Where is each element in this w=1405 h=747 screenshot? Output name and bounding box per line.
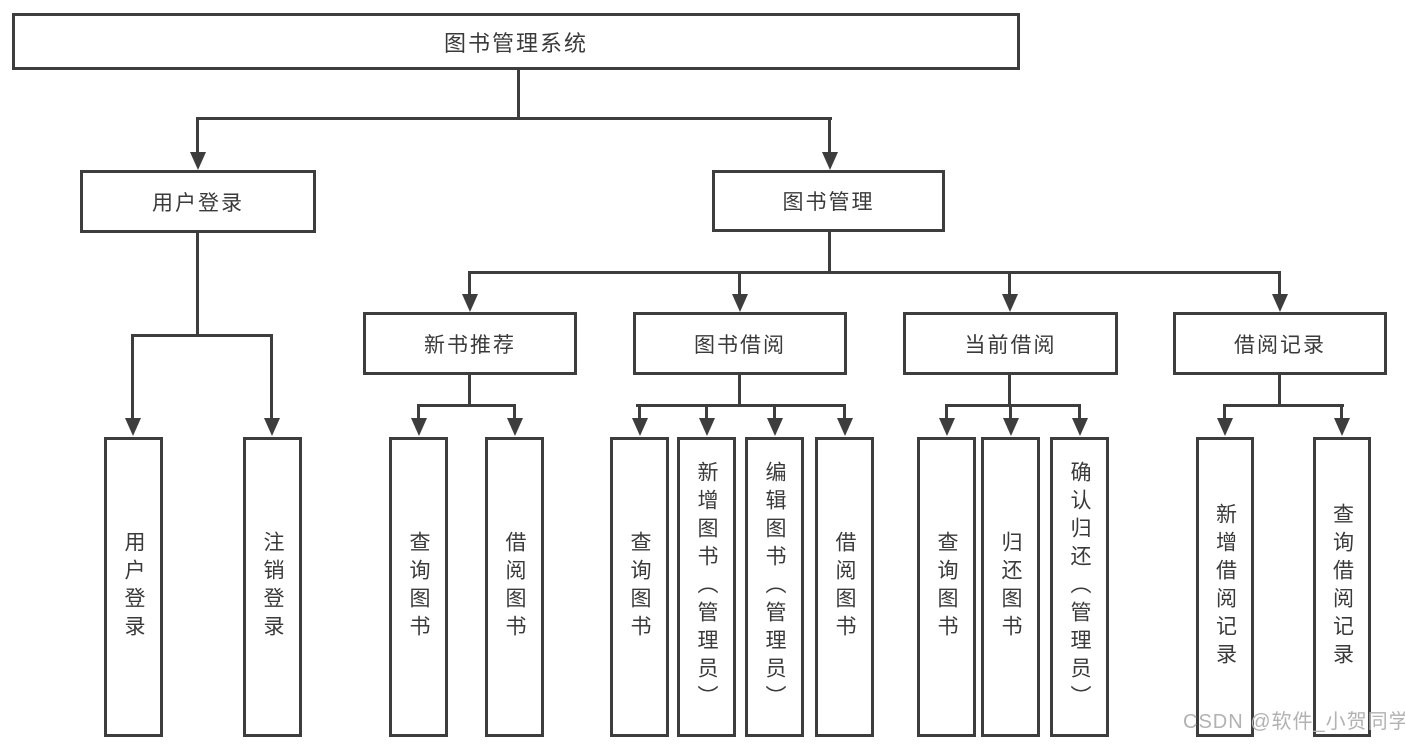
arrowhead-down-icon (462, 294, 478, 312)
connector-drop (468, 271, 471, 297)
connector-userlogin-stem (196, 233, 199, 336)
arrowhead-down-icon (632, 418, 648, 436)
connector-drop (513, 404, 516, 420)
connector-root-stem (517, 70, 520, 118)
connector-drop (738, 271, 741, 297)
leaf-label: 查询借阅记录 (1330, 503, 1354, 671)
leaf-label: 编辑图书（管理员） (763, 461, 786, 713)
arrowhead-down-icon (1003, 418, 1019, 436)
arrowhead-down-icon (264, 418, 280, 436)
arrowhead-down-icon (837, 418, 853, 436)
leaf-borrow-books: 借阅图书 (815, 437, 874, 737)
leaf-return-books: 归还图书 (981, 437, 1040, 737)
connector-drop (270, 334, 273, 420)
node-user-login: 用户登录 (80, 170, 316, 233)
leaf-add-borrow-record: 新增借阅记录 (1196, 437, 1254, 737)
arrowhead-down-icon (699, 418, 715, 436)
leaf-confirm-return-admin: 确认归还（管理员） (1050, 437, 1109, 737)
leaf-label: 查询图书 (407, 531, 430, 643)
node-book-borrowing: 图书借阅 (633, 312, 847, 375)
arrowhead-down-icon (939, 418, 955, 436)
leaf-edit-books-admin: 编辑图书（管理员） (745, 437, 804, 737)
connector-drop (945, 404, 948, 420)
connector-stem (1278, 375, 1281, 407)
leaf-query-books-recommend: 查询图书 (389, 437, 448, 737)
connector-drop (1223, 404, 1226, 420)
arrowhead-down-icon (1272, 294, 1288, 312)
node-root-system: 图书管理系统 (12, 13, 1020, 70)
connector-stem (468, 375, 471, 407)
connector-drop (417, 404, 420, 420)
connector-userlogin-rail (131, 334, 273, 337)
connector-stem (738, 375, 741, 407)
connector-rail (417, 404, 516, 407)
connector-drop (773, 404, 776, 420)
connector-drop (1009, 404, 1012, 420)
connector-root-rail (196, 117, 832, 120)
connector-drop (131, 334, 134, 420)
node-book-management: 图书管理 (712, 170, 945, 232)
arrowhead-down-icon (411, 418, 427, 436)
connector-rail (1223, 404, 1344, 407)
node-new-book-recommend: 新书推荐 (363, 312, 577, 375)
leaf-label: 查询图书 (628, 531, 651, 643)
connector-bookmgmt-rail (468, 271, 1281, 274)
node-current-borrowing: 当前借阅 (903, 312, 1118, 375)
leaf-logout: 注销登录 (243, 437, 302, 737)
watermark-text: CSDN @软件_小贺同学 (1183, 711, 1405, 733)
node-borrowing-records: 借阅记录 (1173, 312, 1387, 375)
connector-bookmgmt-stem (828, 232, 831, 273)
connector-drop (1278, 271, 1281, 297)
leaf-label: 注销登录 (261, 531, 284, 643)
leaf-label: 新增借阅记录 (1213, 503, 1237, 671)
arrowhead-down-icon (1334, 418, 1350, 436)
connector-drop-user-login (196, 117, 199, 154)
leaf-label: 查询图书 (935, 531, 958, 643)
connector-drop (1078, 404, 1081, 420)
leaf-label: 归还图书 (999, 531, 1022, 643)
connector-drop (705, 404, 708, 420)
leaf-label: 新增图书（管理员） (695, 461, 718, 713)
arrowhead-down-icon (732, 294, 748, 312)
leaf-query-books-borrow: 查询图书 (610, 437, 669, 737)
leaf-user-login: 用户登录 (104, 437, 163, 737)
leaf-label: 借阅图书 (833, 531, 856, 643)
arrowhead-down-icon (1072, 418, 1088, 436)
leaf-query-borrow-record: 查询借阅记录 (1313, 437, 1371, 737)
leaf-add-books-admin: 新增图书（管理员） (677, 437, 736, 737)
arrowhead-down-icon (822, 152, 838, 170)
connector-drop-book-mgmt (828, 117, 831, 154)
connector-rail (945, 404, 1081, 407)
connector-drop (638, 404, 641, 420)
leaf-borrow-books-recommend: 借阅图书 (485, 437, 544, 737)
connector-drop (843, 404, 846, 420)
arrowhead-down-icon (125, 418, 141, 436)
connector-drop (1340, 404, 1343, 420)
connector-stem (1008, 375, 1011, 407)
arrowhead-down-icon (767, 418, 783, 436)
arrowhead-down-icon (1217, 418, 1233, 436)
leaf-label: 借阅图书 (503, 531, 526, 643)
leaf-query-books-current: 查询图书 (917, 437, 976, 737)
connector-rail (636, 404, 846, 407)
connector-drop (1008, 271, 1011, 297)
arrowhead-down-icon (1002, 294, 1018, 312)
leaf-label: 用户登录 (122, 531, 145, 643)
arrowhead-down-icon (507, 418, 523, 436)
leaf-label: 确认归还（管理员） (1068, 461, 1091, 713)
arrowhead-down-icon (190, 152, 206, 170)
